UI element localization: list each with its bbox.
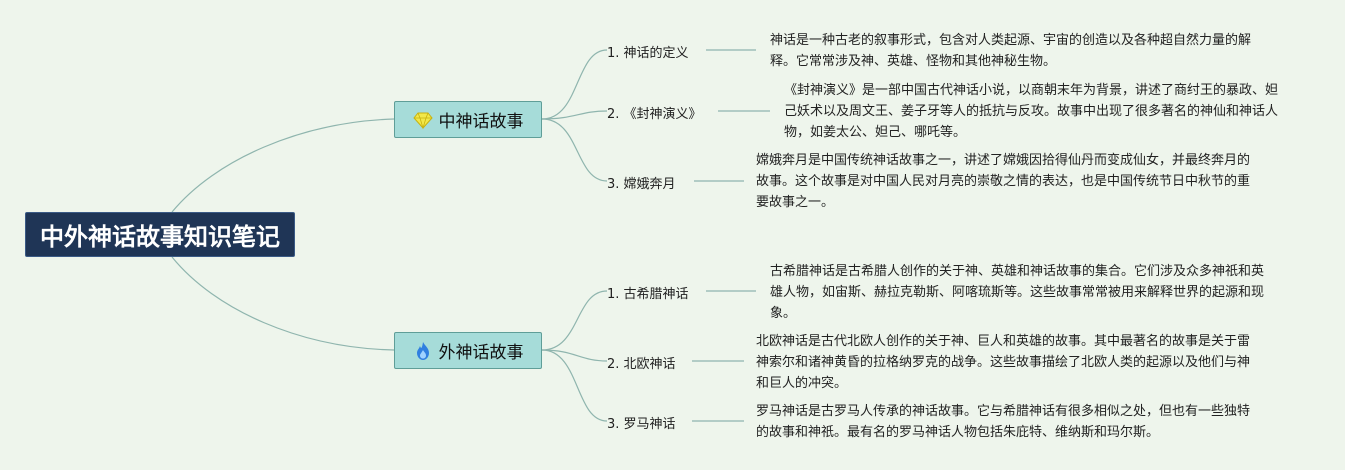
link-root-branch-2 (171, 256, 395, 351)
root-node[interactable]: 中外神话故事知识笔记 (25, 212, 295, 257)
gem-icon (412, 110, 433, 130)
branch-label: 外神话故事 (438, 343, 524, 363)
topic-label[interactable]: 3. 罗马神话 (607, 417, 676, 432)
branch-node-foreign[interactable]: 外神话故事 (394, 332, 542, 369)
branch-label: 中神话故事 (438, 112, 524, 132)
link-branch-2-topic-2 (541, 349, 608, 362)
topic-label[interactable]: 2. 北欧神话 (607, 357, 676, 372)
topic-label[interactable]: 1. 神话的定义 (607, 46, 689, 61)
topic-label[interactable]: 2. 《封神演义》 (607, 107, 702, 122)
link-branch-1-topic-3 (541, 118, 608, 182)
topic-description: 嫦娥奔月是中国传统神话故事之一，讲述了嫦娥因拾得仙丹而变成仙女，并最终奔月的故事… (756, 153, 1251, 210)
link-branch-1-topic-2 (541, 110, 608, 120)
root-title: 中外神话故事知识笔记 (40, 223, 280, 251)
link-branch-2-topic-1 (541, 290, 608, 351)
topic-description: 《封神演义》是一部中国古代神话小说，以商朝末年为背景，讲述了商纣王的暴政、妲己妖… (784, 83, 1279, 140)
topic-description: 神话是一种古老的叙事形式，包含对人类起源、宇宙的创造以及各种超自然力量的解释。它… (770, 33, 1252, 69)
link-branch-2-topic-3 (541, 349, 608, 422)
link-root-branch-1 (171, 118, 395, 213)
branch-node-chinese[interactable]: 中神话故事 (394, 101, 542, 138)
link-branch-1-topic-1 (541, 49, 608, 120)
flame-icon (413, 341, 433, 361)
topic-description: 古希腊神话是古希腊人创作的关于神、英雄和神话故事的集合。它们涉及众多神祇和英雄人… (770, 264, 1265, 321)
topic-description: 罗马神话是古罗马人传承的神话故事。它与希腊神话有很多相似之处，但也有一些独特的故… (756, 404, 1251, 440)
topic-description: 北欧神话是古代北欧人创作的关于神、巨人和英雄的故事。其中最著名的故事是关于雷神索… (756, 334, 1251, 391)
topic-label[interactable]: 3. 嫦娥奔月 (607, 177, 676, 192)
topic-label[interactable]: 1. 古希腊神话 (607, 287, 689, 302)
